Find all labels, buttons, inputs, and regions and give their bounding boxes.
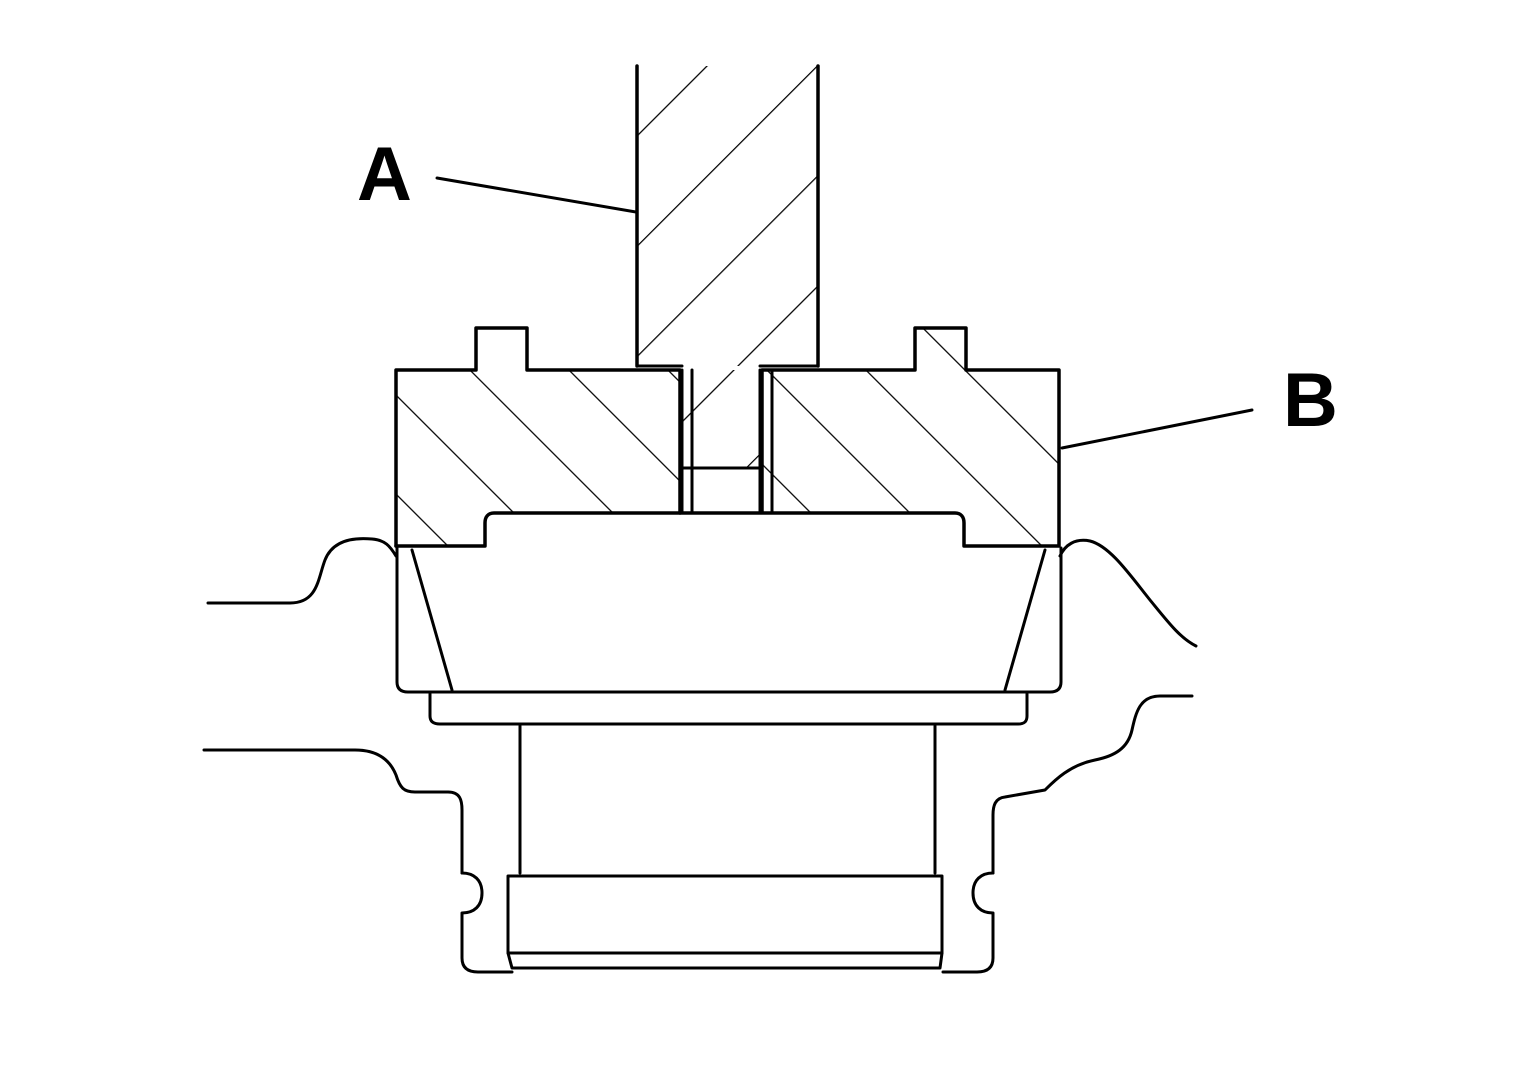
leader-line-b (1060, 408, 1254, 450)
housing-upper-right (1058, 538, 1198, 648)
housing-lower-right (941, 694, 1194, 974)
housing-lower-left (202, 748, 514, 974)
press-shaft (635, 64, 820, 515)
callout-label-a: A (357, 132, 412, 217)
bushing (395, 546, 1063, 970)
housing-upper-left (206, 537, 398, 605)
leader-line-a (435, 176, 638, 214)
callout-label-b: B (1283, 358, 1338, 443)
